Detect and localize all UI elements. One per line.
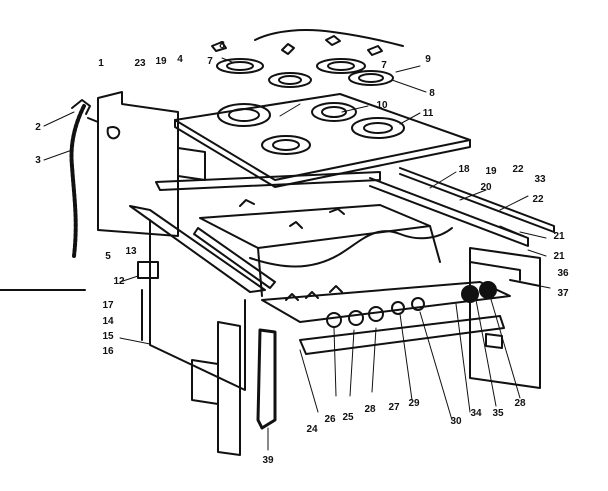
callout-4: 4 [177, 54, 183, 65]
callout-28b: 28 [514, 398, 526, 409]
callout-39: 39 [262, 455, 274, 466]
callout-37: 37 [557, 288, 569, 299]
callout-30: 30 [450, 416, 462, 427]
loose-small-parts [211, 29, 404, 56]
leader-lines [43, 57, 551, 451]
callout-20: 20 [480, 182, 492, 193]
right-side-panel [469, 247, 541, 389]
cooktop-panel [174, 93, 471, 188]
callout-2: 2 [35, 122, 41, 133]
callout-36: 36 [557, 268, 569, 279]
callout-18: 18 [458, 164, 470, 175]
callout-23: 23 [134, 58, 146, 69]
callout-5: 5 [105, 251, 111, 262]
left-side-panel [129, 205, 276, 391]
callout-8b: 8 [429, 88, 435, 99]
callout-17: 17 [102, 300, 114, 311]
callout-7b: 7 [381, 60, 387, 71]
front-panel-left [191, 321, 277, 456]
callout-33: 33 [534, 174, 546, 185]
callout-34: 34 [470, 408, 482, 419]
callout-26: 26 [324, 414, 336, 425]
upper-rails [155, 167, 555, 247]
callout-12: 12 [113, 276, 125, 287]
callout-8: 8 [219, 40, 225, 51]
callout-14: 14 [102, 316, 114, 327]
callout-21b: 21 [553, 251, 565, 262]
callout-29: 29 [408, 398, 420, 409]
callout-28: 28 [364, 404, 376, 415]
callout-13: 13 [125, 246, 137, 257]
callout-3: 3 [35, 155, 41, 166]
burner-box [199, 199, 453, 297]
callout-24: 24 [306, 424, 318, 435]
callout-19: 19 [155, 56, 167, 67]
callout-35: 35 [492, 408, 504, 419]
callout-21: 21 [553, 231, 565, 242]
callout-22: 22 [512, 164, 524, 175]
callout-25: 25 [342, 412, 354, 423]
callout-15: 15 [102, 331, 114, 342]
callout-7: 7 [207, 56, 213, 67]
callout-1: 1 [98, 58, 104, 69]
control-manifold [261, 281, 511, 355]
callout-22b: 22 [532, 194, 544, 205]
callout-10: 10 [376, 100, 388, 111]
callout-16: 16 [102, 346, 114, 357]
surface-element-coils [216, 58, 394, 88]
callout-27: 27 [388, 402, 400, 413]
rear-panel [69, 91, 206, 258]
callout-11: 11 [422, 108, 434, 119]
callout-19b: 19 [485, 166, 497, 177]
callout-9: 9 [425, 54, 431, 65]
